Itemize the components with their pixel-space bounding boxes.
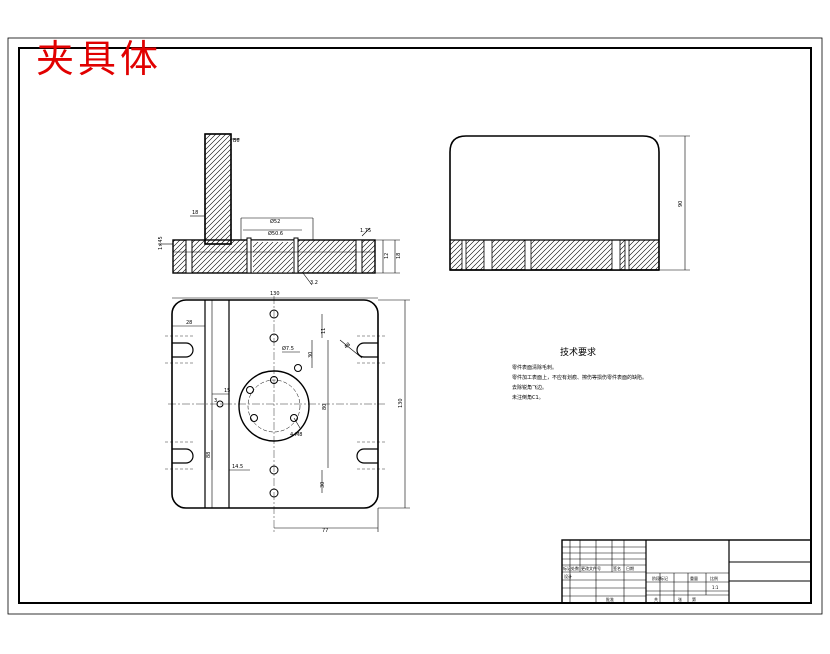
- drawing-title: 夹具体: [36, 37, 163, 81]
- dim-height-b: 18: [396, 253, 402, 259]
- dim-d10: 88: [206, 452, 212, 458]
- dim-width-bottom: 77: [322, 528, 328, 534]
- dim-d2: Ø7.5: [282, 345, 294, 352]
- side-section-view: [449, 135, 690, 271]
- dim-d8: 3: [214, 398, 217, 404]
- dim-height-right: 130: [398, 398, 404, 408]
- tb-scale: 比例: [710, 575, 718, 581]
- tb-sign: 签名: [613, 565, 621, 571]
- dim-d3: 30: [308, 352, 314, 358]
- tech-req-item: 去除锐角飞边。: [512, 384, 547, 391]
- dim-hole-upper: Ø52: [270, 218, 280, 225]
- dim-hole-lower: Ø50.6: [268, 230, 283, 237]
- tb-stage: 阶段标记: [652, 575, 668, 581]
- dim-top-tab: B6: [233, 138, 240, 144]
- inner-frame: [18, 47, 812, 604]
- tb-sheet-of: 张: [678, 596, 682, 602]
- tb-sheet-no: 第: [692, 596, 696, 602]
- dim-pin-left: 18: [192, 210, 198, 216]
- dim-right-chamfer: 1.75: [360, 228, 371, 234]
- dim-side-height: 90: [678, 201, 684, 207]
- tb-approve: 批准: [606, 596, 614, 602]
- dim-d7: 15: [224, 388, 230, 394]
- tech-req-item: 零件表面清除毛刺。: [512, 364, 557, 371]
- outer-frame: [7, 37, 823, 615]
- title-block: [561, 539, 812, 604]
- tech-req-item: 未注倒角C1。: [512, 394, 544, 401]
- dim-d11: 30: [320, 482, 326, 488]
- dim-d1: 11: [321, 328, 327, 334]
- tb-date: 日期: [626, 565, 634, 571]
- dim-slot-left: 28: [186, 320, 192, 326]
- surface-roughness: 3.2: [310, 280, 318, 286]
- tb-sheets: 共: [654, 596, 658, 602]
- dim-left-chamfer: 1×45: [158, 236, 164, 250]
- technical-requirements: 技术要求 零件表面清除毛刺。 零件加工表面上，不应有划痕、擦伤等损伤零件表面的缺…: [512, 346, 647, 401]
- tech-req-item: 零件加工表面上，不应有划痕、擦伤等损伤零件表面的缺陷。: [512, 374, 647, 381]
- tb-scale-value: 1:1: [712, 585, 719, 590]
- tb-weight: 重量: [690, 575, 698, 581]
- tb-count: 处数: [571, 565, 579, 571]
- dim-d6: 80: [322, 404, 328, 410]
- dim-d4: 48: [343, 342, 352, 351]
- tb-mark: 标记: [563, 565, 571, 571]
- tb-change-doc: 更改文件号: [581, 565, 601, 571]
- dim-d5: 4-M8: [290, 432, 302, 438]
- plan-view: [165, 296, 410, 532]
- front-section-view: [158, 133, 400, 286]
- dim-width-top: 130: [270, 291, 280, 297]
- dim-height-a: 12: [384, 253, 390, 259]
- tb-design: 设计: [564, 573, 572, 579]
- tech-req-heading: 技术要求: [560, 346, 596, 358]
- dim-d9: 14.5: [232, 464, 243, 470]
